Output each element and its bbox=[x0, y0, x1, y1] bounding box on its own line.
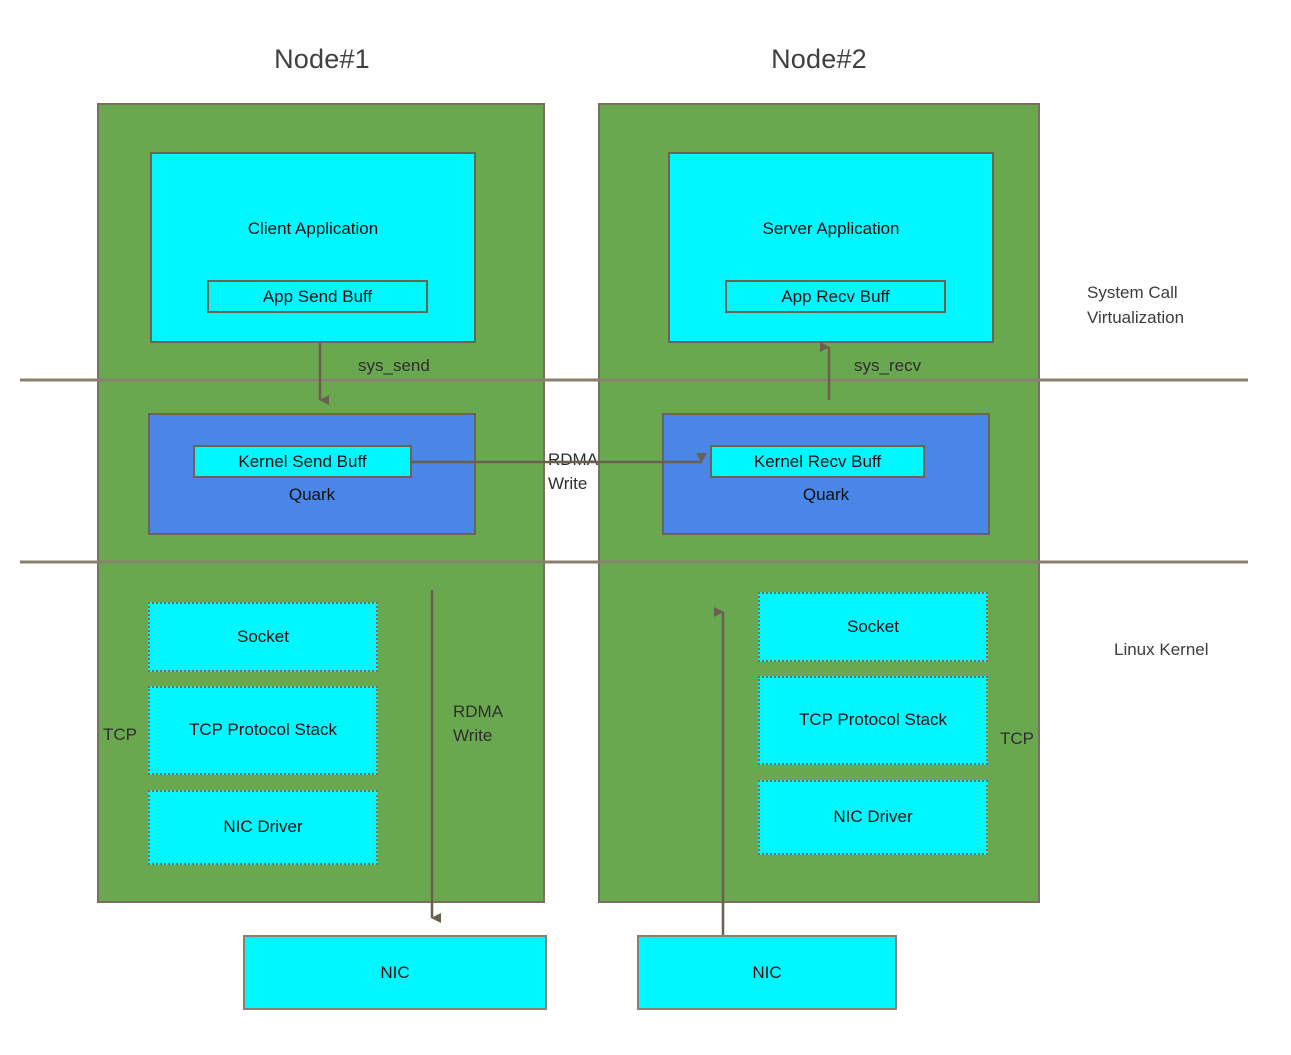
linux-kernel-label: Linux Kernel bbox=[1114, 640, 1209, 659]
rdma-write-label-middle: RDMA Write bbox=[548, 450, 599, 493]
rdma-write-label-left: RDMA Write bbox=[453, 702, 504, 745]
nic-box-right: NIC bbox=[637, 935, 897, 1010]
system-call-virtualization-label: System Call Virtualization bbox=[1087, 283, 1185, 327]
socket-box-right: Socket bbox=[758, 592, 988, 662]
socket-box-left: Socket bbox=[148, 602, 378, 672]
node-title-left: Node#1 bbox=[274, 44, 370, 74]
tcp-protocol-stack-box-left: TCP Protocol Stack bbox=[148, 686, 378, 775]
tcp-protocol-stack-box-right: TCP Protocol Stack bbox=[758, 676, 988, 765]
nic-driver-box-right: NIC Driver bbox=[758, 780, 988, 855]
server-application-box: Server Application bbox=[668, 152, 994, 343]
quark-label-left: Quark bbox=[288, 485, 336, 504]
tcp-label-right: TCP bbox=[1000, 729, 1034, 748]
nic-driver-box-left: NIC Driver bbox=[148, 790, 378, 865]
tcp-label-left: TCP bbox=[103, 725, 137, 744]
kernel-recv-buff-box: Kernel Recv Buff bbox=[710, 445, 925, 478]
client-application-box: Client Application bbox=[150, 152, 476, 343]
kernel-send-buff-box: Kernel Send Buff bbox=[193, 445, 412, 478]
node-title-right: Node#2 bbox=[771, 44, 867, 74]
app-send-buff-box: App Send Buff bbox=[207, 280, 428, 313]
server-application-label: Server Application bbox=[762, 218, 900, 238]
sys-recv-label: sys_recv bbox=[854, 356, 922, 375]
quark-label-right: Quark bbox=[802, 485, 850, 504]
client-application-label: Client Application bbox=[247, 218, 379, 238]
app-recv-buff-box: App Recv Buff bbox=[725, 280, 946, 313]
sys-send-label: sys_send bbox=[358, 356, 430, 375]
nic-box-left: NIC bbox=[243, 935, 547, 1010]
